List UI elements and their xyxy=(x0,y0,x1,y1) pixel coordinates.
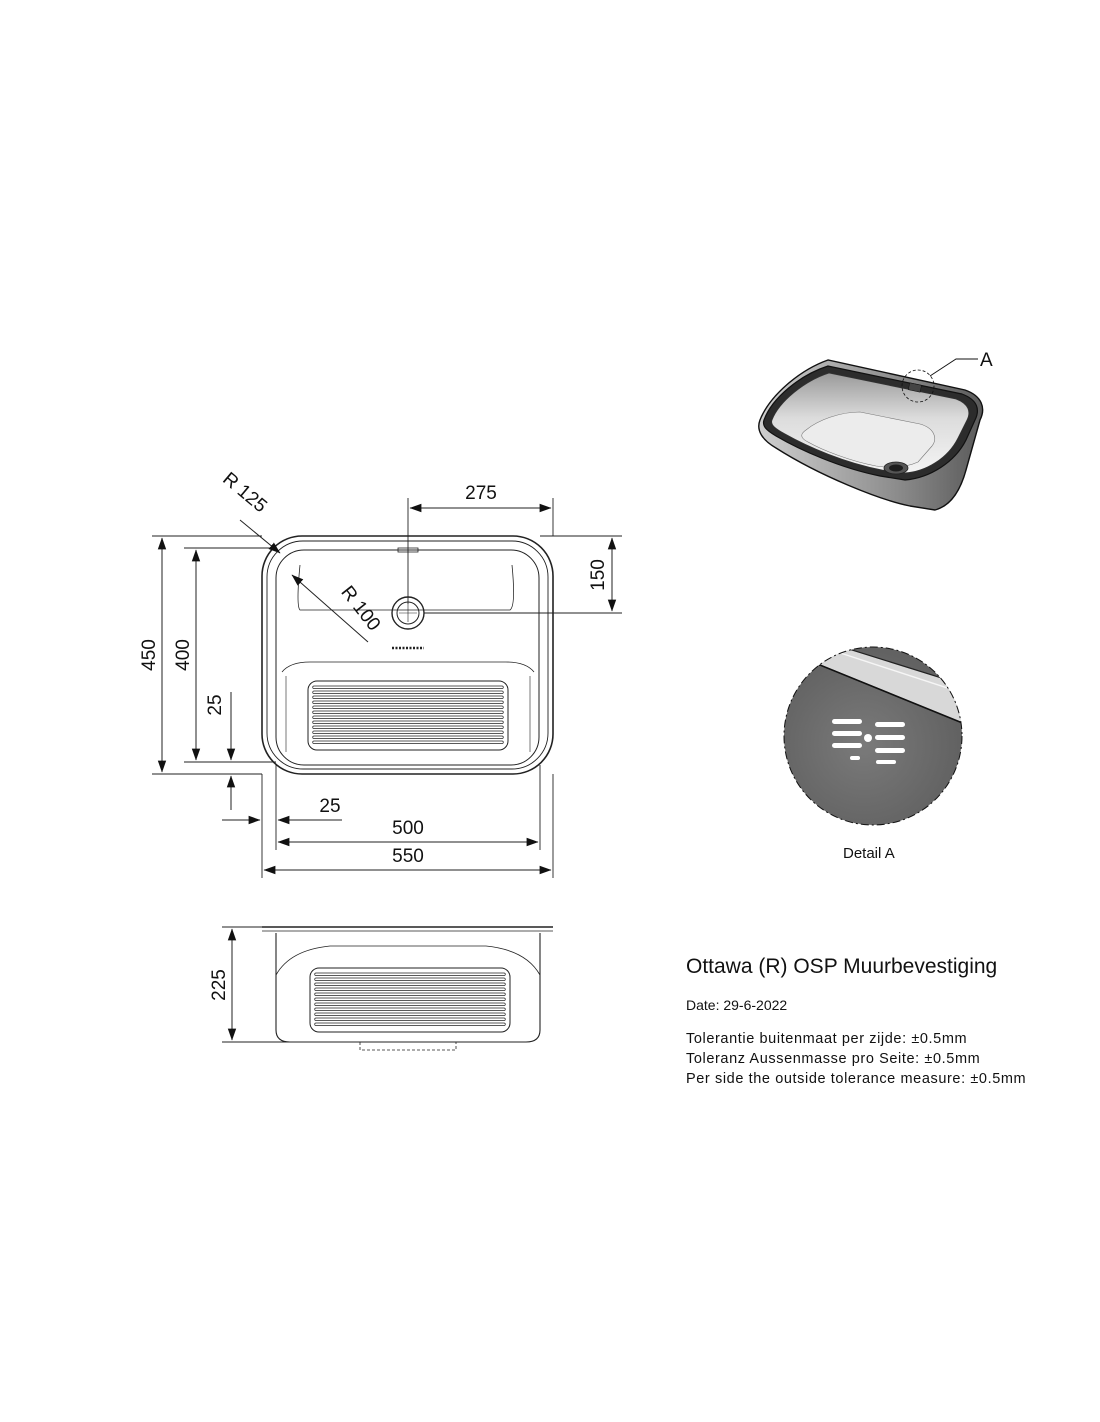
washboard-ribs xyxy=(312,685,504,744)
tolerance-line: Tolerantie buitenmaat per zijde: ±0.5mm xyxy=(686,1031,968,1047)
detail-a-view xyxy=(783,646,963,826)
iso-detail-circle xyxy=(901,369,935,403)
dim-25-bottom-label: 25 xyxy=(319,796,340,817)
r125-leader xyxy=(239,519,281,554)
title-block: Ottawa (R) OSP Muurbevestiging Date: 29-… xyxy=(686,955,1098,1089)
radius-100-label: R 100 xyxy=(336,582,384,635)
detail-overflow-grille xyxy=(832,719,905,764)
washboard-rib xyxy=(314,1017,506,1021)
washboard-rib xyxy=(312,735,504,739)
washboard-outline xyxy=(307,680,509,751)
detail-circle-outline xyxy=(783,646,963,826)
extension-lines xyxy=(152,498,622,878)
washboard-rib xyxy=(312,720,504,724)
front-washboard-ribs xyxy=(314,972,506,1026)
sink-rim-inner-edge xyxy=(266,540,549,770)
dim-450-label: 450 xyxy=(139,639,160,671)
dim-225-label: 225 xyxy=(209,969,230,1001)
dim-275-label: 275 xyxy=(465,483,497,504)
drawing-title: Ottawa (R) OSP Muurbevestiging xyxy=(686,955,998,978)
washboard-rib xyxy=(314,1002,506,1006)
washboard-rib xyxy=(312,695,504,699)
washboard-rib xyxy=(314,1012,506,1016)
washboard-rib xyxy=(312,690,504,694)
washboard-rib xyxy=(314,992,506,996)
washboard-rib xyxy=(314,977,506,981)
iso-overflow xyxy=(908,382,922,393)
bowl-shelf xyxy=(281,661,535,673)
front-drain-stub xyxy=(359,1042,457,1051)
tolerance-line: Per side the outside tolerance measure: … xyxy=(686,1071,1027,1087)
front-washboard xyxy=(309,967,511,1033)
washboard-rib xyxy=(314,972,506,976)
detail-marker-a: A xyxy=(980,350,993,371)
dim-500-label: 500 xyxy=(392,818,424,839)
dim-25-left-label: 25 xyxy=(205,694,226,715)
washboard-rib xyxy=(312,715,504,719)
washboard-rib xyxy=(312,740,504,744)
washboard-rib xyxy=(314,1007,506,1011)
dim-400-label: 400 xyxy=(173,639,194,671)
front-view xyxy=(222,926,553,1051)
washboard-rib xyxy=(314,1022,506,1026)
front-body-outline xyxy=(275,933,541,1043)
washboard-rib xyxy=(314,987,506,991)
dim-550-label: 550 xyxy=(392,846,424,867)
washboard-rib xyxy=(312,725,504,729)
sink-bowl-edge xyxy=(275,549,540,766)
bowl-back-wall xyxy=(297,564,514,611)
washboard-rib xyxy=(312,705,504,709)
plan-view xyxy=(152,498,622,878)
sink-outer-rim xyxy=(261,535,554,775)
radius-125-label: R 125 xyxy=(218,468,270,517)
washboard-rib xyxy=(312,730,504,734)
iso-drain-hole xyxy=(889,464,903,472)
washboard-rib xyxy=(312,685,504,689)
front-body-shoulder xyxy=(275,945,541,976)
r100-leader xyxy=(291,574,369,643)
iso-detail-leader xyxy=(929,358,978,377)
tolerance-line: Toleranz Aussenmasse pro Seite: ±0.5mm xyxy=(686,1051,981,1067)
washboard-rib xyxy=(314,982,506,986)
detail-a-caption: Detail A xyxy=(843,845,895,862)
drawing-date: Date: 29-6-2022 xyxy=(686,997,788,1013)
washboard-rib xyxy=(314,997,506,1001)
dim-150-label: 150 xyxy=(588,559,609,591)
washboard-rib xyxy=(312,710,504,714)
washboard-rib xyxy=(312,700,504,704)
dimension-lines xyxy=(157,503,617,875)
bowl-front-wall xyxy=(285,676,531,752)
isometric-view xyxy=(758,358,984,511)
